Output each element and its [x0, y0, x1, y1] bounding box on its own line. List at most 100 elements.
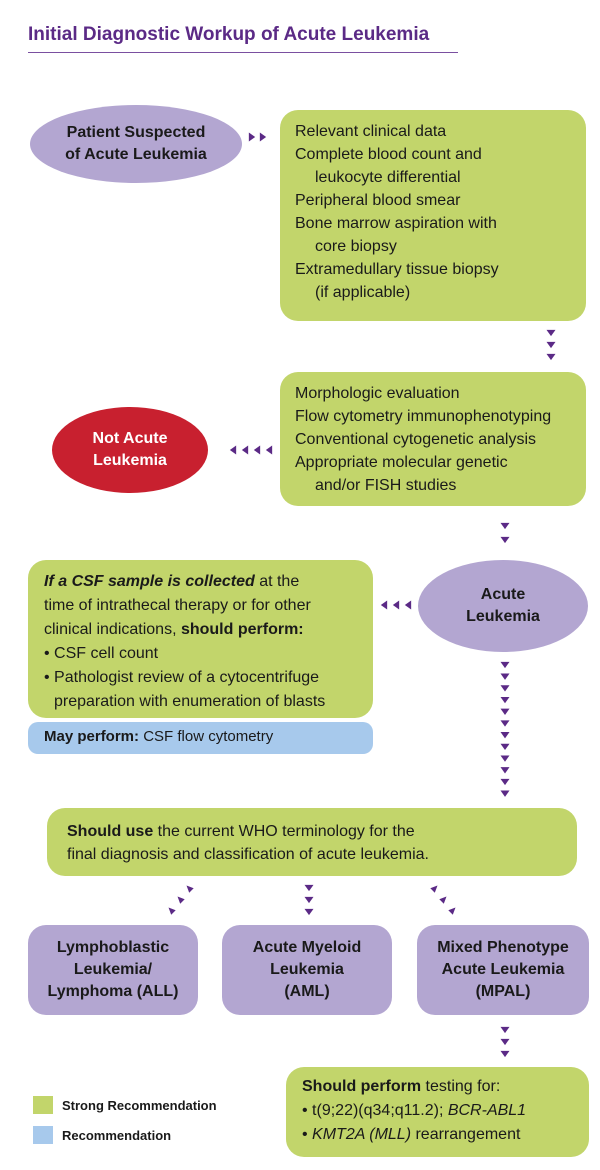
- not-acute-line2: Leukemia: [93, 452, 167, 469]
- type-all-line3: Lymphoma (ALL): [47, 983, 179, 1000]
- mpal-b2-pre: •: [302, 1126, 313, 1143]
- initial-test-item: Peripheral blood smear: [295, 192, 461, 209]
- legend-strong-label: Strong Recommendation: [62, 1098, 217, 1113]
- acute-line1: Acute: [480, 586, 526, 603]
- not-acute-line1: Not Acute: [92, 430, 168, 447]
- arrow-down-marker: [546, 353, 556, 361]
- type-all-line2: Leukemia/: [73, 961, 153, 978]
- type-aml-box: Acute Myeloid Leukemia (AML): [222, 925, 392, 1015]
- mpal-b1-pre: • t(9;22)(q34;q11.2);: [302, 1102, 448, 1119]
- arrow-down-marker: [304, 908, 314, 916]
- acute-leukemia-oval: Acute Leukemia: [418, 560, 588, 652]
- evaluation-item: Morphologic evaluation: [295, 385, 460, 402]
- type-mpal-line3: (MPAL): [475, 983, 531, 1000]
- arrow-down-marker: [500, 673, 510, 680]
- arrow-down-marker: [500, 790, 510, 797]
- arrow-down-marker: [500, 1050, 510, 1058]
- arrow-down-marker: [500, 685, 510, 692]
- arrow-left-marker: [265, 445, 273, 455]
- mpal-testing-rest: testing for:: [421, 1078, 501, 1095]
- evaluation-item: Conventional cytogenetic analysis: [295, 431, 537, 448]
- patient-suspected-line2: of Acute Leukemia: [65, 146, 207, 163]
- csf-line3-bold: should perform:: [180, 621, 304, 638]
- mpal-b1-gene: BCR-ABL1: [447, 1102, 527, 1119]
- evaluation-item: and/or FISH studies: [315, 477, 457, 494]
- evaluation-item: Flow cytometry immunophenotyping: [295, 408, 552, 425]
- patient-suspected-oval: Patient Suspected of Acute Leukemia: [30, 105, 242, 183]
- page-title: Initial Diagnostic Workup of Acute Leuke…: [28, 24, 430, 45]
- arrow-right-marker: [259, 132, 267, 142]
- arrow-diagonal-marker: [177, 896, 185, 904]
- arrow-down-marker: [500, 767, 510, 774]
- arrow-right-marker: [248, 132, 256, 142]
- type-mpal-line1: Mixed Phenotype: [437, 939, 569, 956]
- csf-bullet-review: • Pathologist review of a cytocentrifuge: [44, 669, 320, 686]
- csf-bullet-cell-count: • CSF cell count: [44, 645, 159, 662]
- not-acute-leukemia-oval: Not Acute Leukemia: [52, 407, 208, 493]
- arrow-down-marker: [500, 743, 510, 751]
- initial-test-item: core biopsy: [315, 238, 397, 255]
- type-all-box: Lymphoblastic Leukemia/ Lymphoma (ALL): [28, 925, 198, 1015]
- type-mpal-line2: Acute Leukemia: [441, 961, 565, 978]
- type-aml-line2: Leukemia: [270, 961, 344, 978]
- csf-bullet-review-cont: preparation with enumeration of blasts: [54, 693, 326, 710]
- arrow-diagonal-marker: [430, 885, 438, 893]
- evaluation-item: Appropriate molecular genetic: [295, 454, 508, 471]
- mpal-b2-gene: KMT2A (MLL): [312, 1126, 412, 1143]
- arrow-left-marker: [253, 445, 261, 455]
- arrow-down-marker: [500, 1026, 510, 1034]
- legend-strong-swatch: [33, 1096, 53, 1114]
- legend-recommendation-label: Recommendation: [62, 1128, 172, 1143]
- type-aml-line3: (AML): [284, 983, 330, 1000]
- arrow-diagonal-marker: [439, 896, 447, 904]
- who-line2: final diagnosis and classification of ac…: [67, 846, 429, 863]
- arrow-down-marker: [500, 708, 510, 715]
- csf-line2: time of intrathecal therapy or for other: [44, 597, 311, 614]
- arrow-down-marker: [546, 329, 556, 337]
- arrow-down-marker: [500, 1038, 510, 1046]
- type-aml-line1: Acute Myeloid: [252, 939, 362, 956]
- type-all-line1: Lymphoblastic: [56, 939, 170, 956]
- title-divider: [28, 52, 458, 53]
- type-mpal-box: Mixed Phenotype Acute Leukemia (MPAL): [417, 925, 589, 1015]
- arrow-down-marker: [500, 732, 510, 739]
- may-perform-box: May perform: CSF flow cytometry: [28, 722, 373, 754]
- initial-test-item: Extramedullary tissue biopsy: [295, 261, 499, 278]
- csf-line3-pre: clinical indications,: [44, 621, 181, 638]
- csf-intro-rest: at the: [254, 573, 300, 590]
- arrow-left-marker: [392, 600, 400, 610]
- arrow-down-marker: [500, 661, 510, 669]
- arrow-down-marker: [500, 720, 510, 727]
- initial-test-item: Relevant clinical data: [295, 123, 447, 140]
- patient-suspected-line1: Patient Suspected: [66, 124, 206, 141]
- arrow-down-marker: [500, 522, 510, 530]
- arrow-down-marker: [546, 341, 556, 349]
- initial-test-item: leukocyte differential: [315, 169, 461, 186]
- arrow-down-marker: [304, 896, 314, 904]
- arrow-down-marker: [500, 755, 510, 762]
- arrow-diagonal-marker: [186, 885, 194, 893]
- may-perform-bold: May perform:: [44, 728, 140, 745]
- who-bold: Should use: [67, 823, 154, 840]
- acute-line2: Leukemia: [466, 608, 540, 625]
- initial-test-item: (if applicable): [315, 284, 411, 301]
- who-rest: the current WHO terminology for the: [153, 823, 415, 840]
- arrow-down-marker: [500, 696, 510, 704]
- arrow-down-marker: [500, 778, 510, 786]
- csf-intro-bold: If a CSF sample is collected: [44, 573, 255, 590]
- mpal-b2-rest: rearrangement: [411, 1126, 521, 1143]
- arrow-left-marker: [241, 445, 249, 455]
- mpal-testing-bold: Should perform: [302, 1078, 422, 1095]
- mpal-testing-box: Should perform testing for: • t(9;22)(q3…: [286, 1067, 589, 1157]
- arrow-left-marker: [404, 600, 412, 610]
- who-terminology-box: Should use the current WHO terminology f…: [47, 808, 577, 876]
- arrow-left-marker: [229, 445, 237, 455]
- arrow-diagonal-marker: [168, 907, 176, 915]
- arrow-down-marker: [500, 536, 510, 544]
- arrow-down-marker: [304, 884, 314, 892]
- initial-test-item: Complete blood count and: [295, 146, 482, 163]
- arrow-diagonal-marker: [448, 907, 456, 915]
